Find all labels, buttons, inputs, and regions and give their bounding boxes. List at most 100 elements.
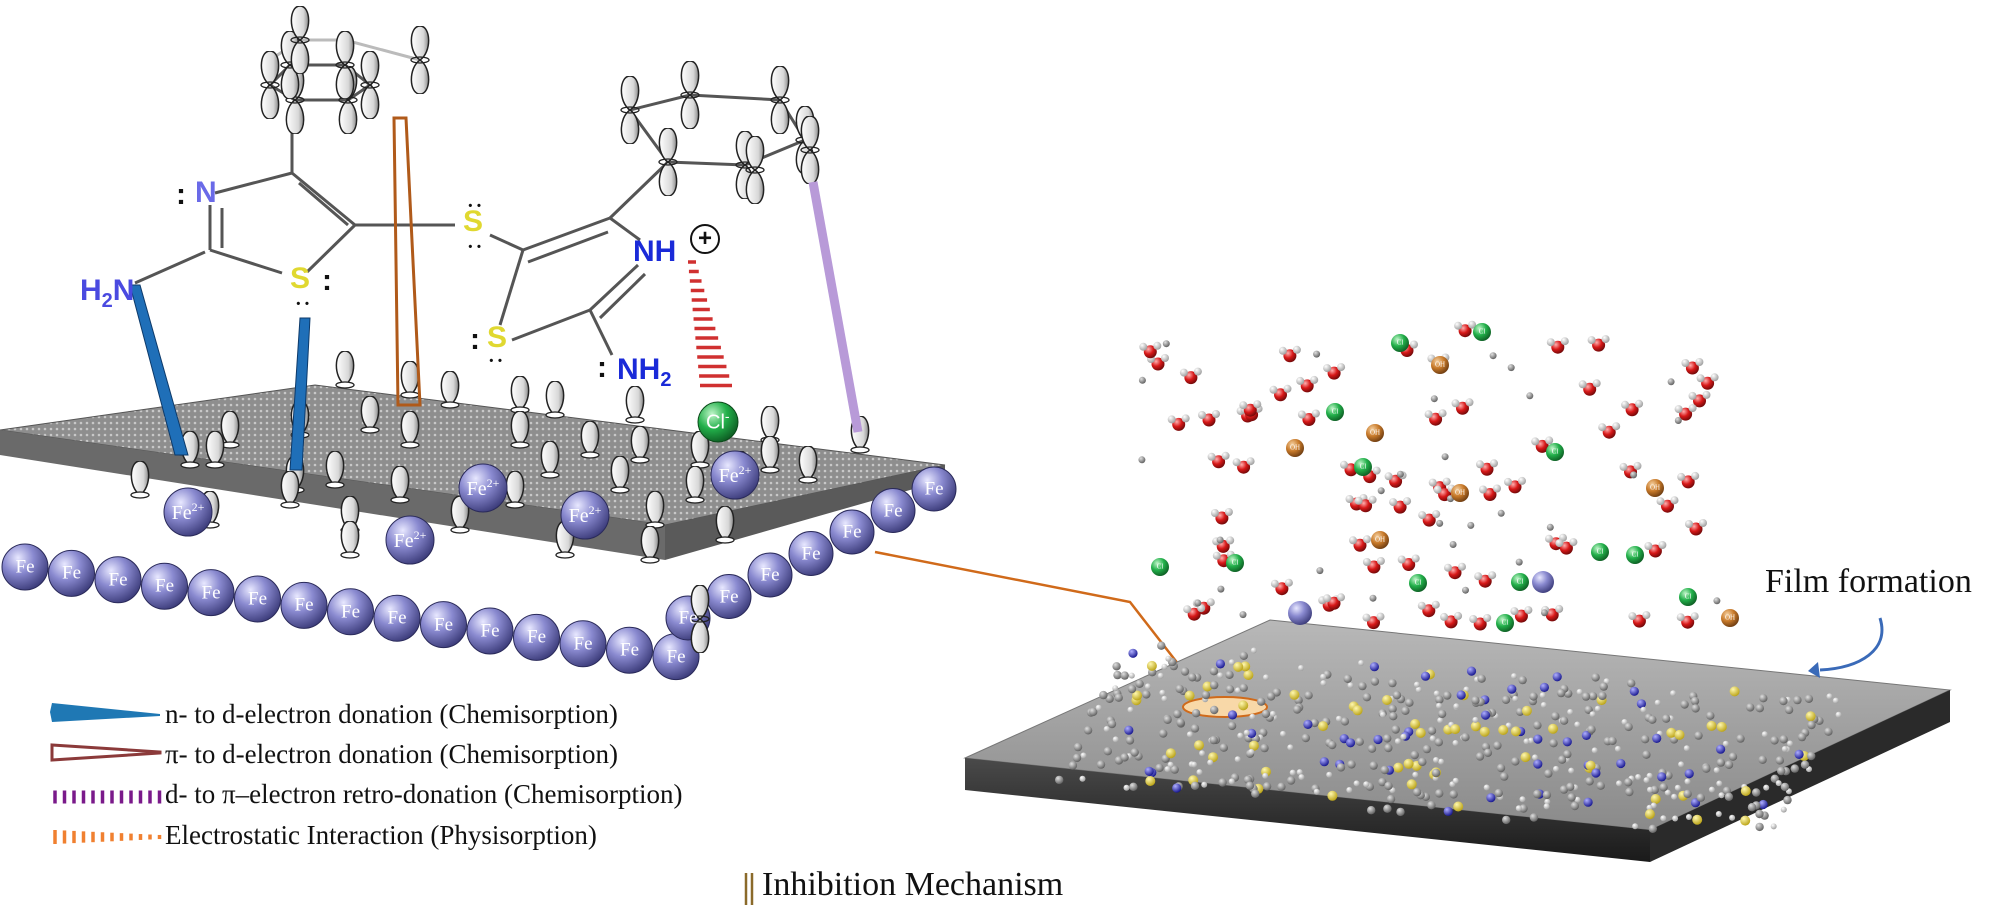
water-hydrogen [1431, 600, 1440, 609]
film-atom [1352, 705, 1363, 716]
water-oxygen [1215, 511, 1229, 525]
water-oxygen [1389, 474, 1403, 488]
film-atom [1453, 801, 1464, 812]
water-hydrogen [1691, 471, 1700, 480]
film-atom [1515, 805, 1522, 812]
atom-s-bridge: S [463, 205, 484, 238]
water-hydrogen [1546, 338, 1555, 347]
film-atom [1266, 692, 1276, 701]
film-atom [1501, 695, 1511, 704]
atom-h2n: H2N [80, 274, 135, 312]
film-atom [1646, 772, 1653, 779]
water-hydrogen [1153, 341, 1162, 350]
film-atom [1692, 814, 1703, 825]
fe-atom-label: Fe [108, 569, 128, 591]
film-atom [1752, 788, 1761, 797]
film-atom [1787, 740, 1793, 747]
fe-atom-label: Fe [155, 575, 174, 597]
film-atom [1480, 710, 1491, 720]
water-hydrogen [1181, 414, 1190, 423]
film-atom [1413, 681, 1420, 688]
d-orbital-lobe [205, 431, 225, 469]
lone-pair-nh2: : [597, 351, 607, 384]
water-oxygen [1483, 488, 1497, 501]
water-oxygen [1327, 366, 1341, 380]
water-hydrogen [1345, 495, 1354, 503]
film-atom [1437, 709, 1447, 719]
lone-pair-s1: : [322, 264, 332, 297]
film-atom [1358, 660, 1365, 666]
film-atom [1068, 761, 1078, 770]
film-atom [1691, 704, 1700, 713]
film-atom [1373, 734, 1383, 745]
water-hydrogen [1531, 437, 1540, 446]
film-atom [1486, 793, 1496, 803]
film-atom [1112, 685, 1119, 692]
film-atom [1483, 748, 1493, 757]
film-atom [1568, 767, 1575, 774]
film-atom [1201, 781, 1208, 788]
film-atom [1713, 767, 1720, 774]
film-atom [1112, 662, 1121, 671]
d-orbital-lobe [715, 506, 735, 544]
water-hydrogen [1451, 399, 1460, 408]
water-hydrogen [1253, 400, 1262, 409]
film-atom [1807, 720, 1816, 730]
water-hydrogen [1226, 536, 1235, 545]
film-atom [1729, 814, 1736, 821]
chloride-ion-label: Cl [1331, 407, 1339, 416]
film-atom [1664, 789, 1671, 796]
water-oxygen [1274, 388, 1287, 402]
positive-charge-badge: + [690, 224, 720, 254]
film-atom [1640, 706, 1647, 713]
film-atom [1388, 678, 1397, 688]
chloride-ion [697, 401, 739, 443]
chloride-ion [1511, 573, 1529, 591]
film-atom [1544, 798, 1551, 805]
water-hydrogen [1674, 405, 1683, 414]
water-hydrogen [1555, 604, 1564, 613]
film-atom [1678, 761, 1685, 768]
water-hydrogen [1479, 485, 1487, 494]
film-atom [1621, 719, 1628, 725]
film-atom [1083, 726, 1093, 735]
film-atom [1540, 702, 1547, 708]
film-atom [1755, 809, 1764, 819]
solution-atom [1497, 509, 1505, 517]
water-hydrogen [1702, 390, 1711, 399]
film-atom [1145, 776, 1156, 786]
film-atom [1412, 771, 1419, 778]
film-atom [1113, 670, 1122, 680]
film-atom [1544, 769, 1553, 778]
fe-atom [187, 569, 235, 617]
film-atom [1466, 666, 1477, 676]
film-atom [1479, 726, 1490, 737]
fe2-ion-label: Fe2+ [393, 528, 427, 552]
film-atom [1650, 794, 1661, 804]
film-atom [1724, 792, 1734, 801]
water-hydrogen [1465, 398, 1474, 407]
film-formation-arrowhead [1808, 662, 1820, 678]
film-atom [1502, 815, 1511, 825]
film-atom [1103, 747, 1113, 756]
water-hydrogen [1578, 380, 1587, 389]
film-atom [1191, 761, 1198, 768]
water-hydrogen [1696, 374, 1705, 383]
film-atom [1125, 736, 1135, 745]
water-oxygen [1184, 371, 1198, 385]
chloride-ion [1151, 558, 1169, 576]
legend-row-n-d: n- to d-electron donation (Chemisorption… [165, 698, 618, 729]
fe-atom [513, 613, 560, 661]
solution-atom [1630, 471, 1638, 479]
chloride-ion-label: Cl [1156, 562, 1164, 571]
film-atom [1320, 680, 1327, 687]
water-oxygen [1429, 412, 1443, 426]
lone-pair-n: : [176, 178, 186, 211]
chloride-ion-label: Cl [1631, 550, 1639, 559]
d-orbital-lobe [625, 386, 645, 424]
water-hydrogen [1555, 539, 1564, 548]
film-atom [1243, 729, 1250, 736]
water-hydrogen [1592, 379, 1601, 388]
water-oxygen [1508, 480, 1522, 494]
water-hydrogen [1454, 611, 1463, 620]
